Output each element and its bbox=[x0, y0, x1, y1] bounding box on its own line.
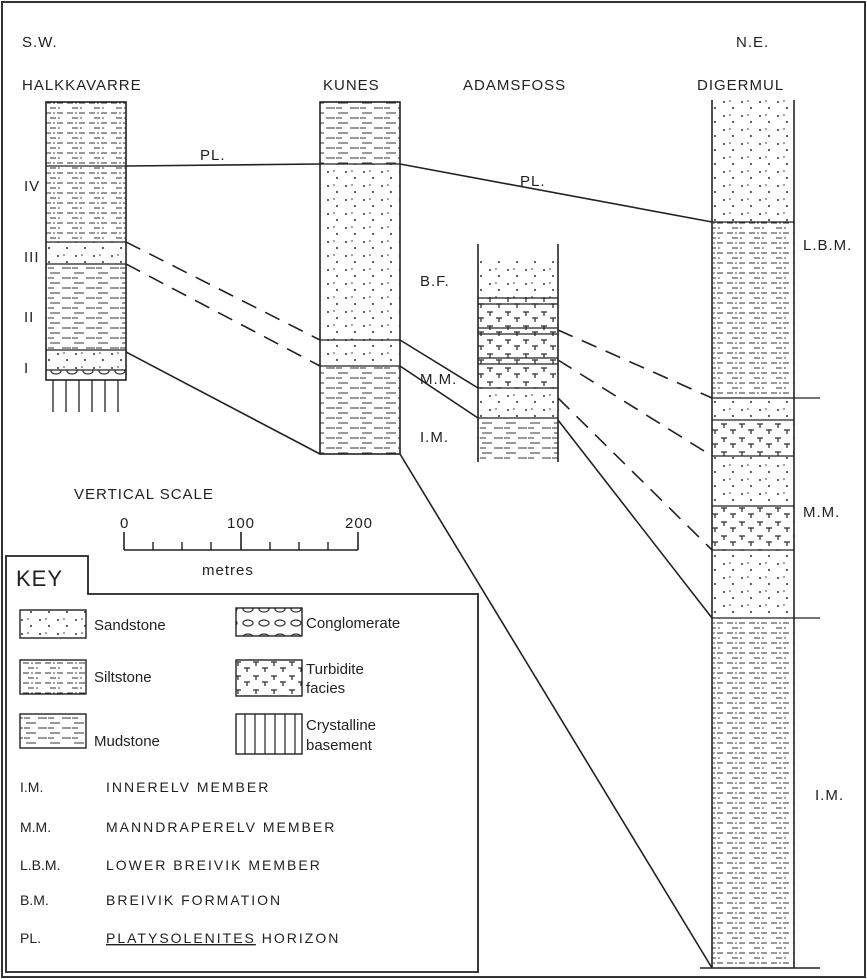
abbr-pl-desc: PLATYSOLENITES HORIZON bbox=[106, 930, 340, 946]
unit-label-i: I bbox=[24, 360, 29, 377]
abbr-lbm: L.B.M. bbox=[20, 857, 60, 873]
abbr-im: I.M. bbox=[20, 779, 43, 795]
unit-label-iii: III bbox=[24, 249, 40, 266]
key-swatch-conglomerate bbox=[236, 608, 302, 636]
scale-tick-100: 100 bbox=[227, 515, 255, 532]
key-label-sandstone: Sandstone bbox=[94, 617, 166, 634]
abbr-bm: B.M. bbox=[20, 892, 49, 908]
key-swatch-siltstone bbox=[20, 660, 86, 694]
abbr-lbm-desc: LOWER BREIVIK MEMBER bbox=[106, 857, 322, 873]
label-lbm-right: L.B.M. bbox=[803, 237, 852, 254]
orientation-ne: N.E. bbox=[736, 34, 769, 51]
key-swatch-basement bbox=[236, 714, 302, 754]
scale-title: VERTICAL SCALE bbox=[74, 486, 214, 503]
label-pl-left: PL. bbox=[200, 147, 226, 164]
scale-tick-0: 0 bbox=[120, 515, 129, 532]
orientation-sw: S.W. bbox=[22, 34, 58, 51]
key-label-conglomerate: Conglomerate bbox=[306, 615, 400, 632]
key-swatch-turbidite bbox=[236, 660, 302, 696]
abbr-pl-rest: HORIZON bbox=[256, 930, 340, 946]
key-swatch-mudstone bbox=[20, 714, 86, 748]
label-pl-right: PL. bbox=[520, 173, 546, 190]
key-label-turbidite-2: facies bbox=[306, 680, 345, 697]
column-title-adamsfoss: ADAMSFOSS bbox=[463, 77, 566, 94]
key-label-basement-1: Crystalline bbox=[306, 717, 376, 734]
abbr-mm: M.M. bbox=[20, 819, 51, 835]
key-label-siltstone: Siltstone bbox=[94, 669, 152, 686]
scale-tick-200: 200 bbox=[345, 515, 373, 532]
key-label-mudstone: Mudstone bbox=[94, 733, 160, 750]
label-im-right: I.M. bbox=[815, 787, 844, 804]
section-adamsfoss bbox=[478, 244, 558, 462]
label-mm-right: M.M. bbox=[803, 504, 840, 521]
abbr-pl-underlined-word: PLATYSOLENITES bbox=[106, 930, 256, 946]
key-title: KEY bbox=[16, 566, 63, 591]
column-title-halkkavarre: HALKKAVARRE bbox=[22, 77, 142, 94]
unit-label-ii: II bbox=[24, 309, 34, 326]
label-bf: B.F. bbox=[420, 273, 450, 290]
key-label-turbidite-1: Turbidite bbox=[306, 661, 364, 678]
label-im-center: I.M. bbox=[420, 429, 449, 446]
abbr-mm-desc: MANNDRAPERELV MEMBER bbox=[106, 819, 336, 835]
section-halkkavarre bbox=[46, 102, 126, 412]
column-title-digermul: DIGERMUL bbox=[697, 77, 784, 94]
key-swatch-sandstone bbox=[20, 610, 86, 638]
key-label-basement-2: basement bbox=[306, 737, 373, 754]
abbr-bm-desc: BREIVIK FORMATION bbox=[106, 892, 282, 908]
key-panel: KEY Sandstone Conglomerate Siltstone Tur… bbox=[6, 556, 478, 972]
section-kunes bbox=[320, 102, 400, 454]
column-title-kunes: KUNES bbox=[323, 77, 380, 94]
abbr-im-desc: INNERELV MEMBER bbox=[106, 779, 270, 795]
scale-unit: metres bbox=[202, 562, 254, 579]
unit-label-iv: IV bbox=[24, 178, 40, 195]
abbr-pl: PL. bbox=[20, 930, 41, 946]
label-mm-center: M.M. bbox=[420, 371, 457, 388]
